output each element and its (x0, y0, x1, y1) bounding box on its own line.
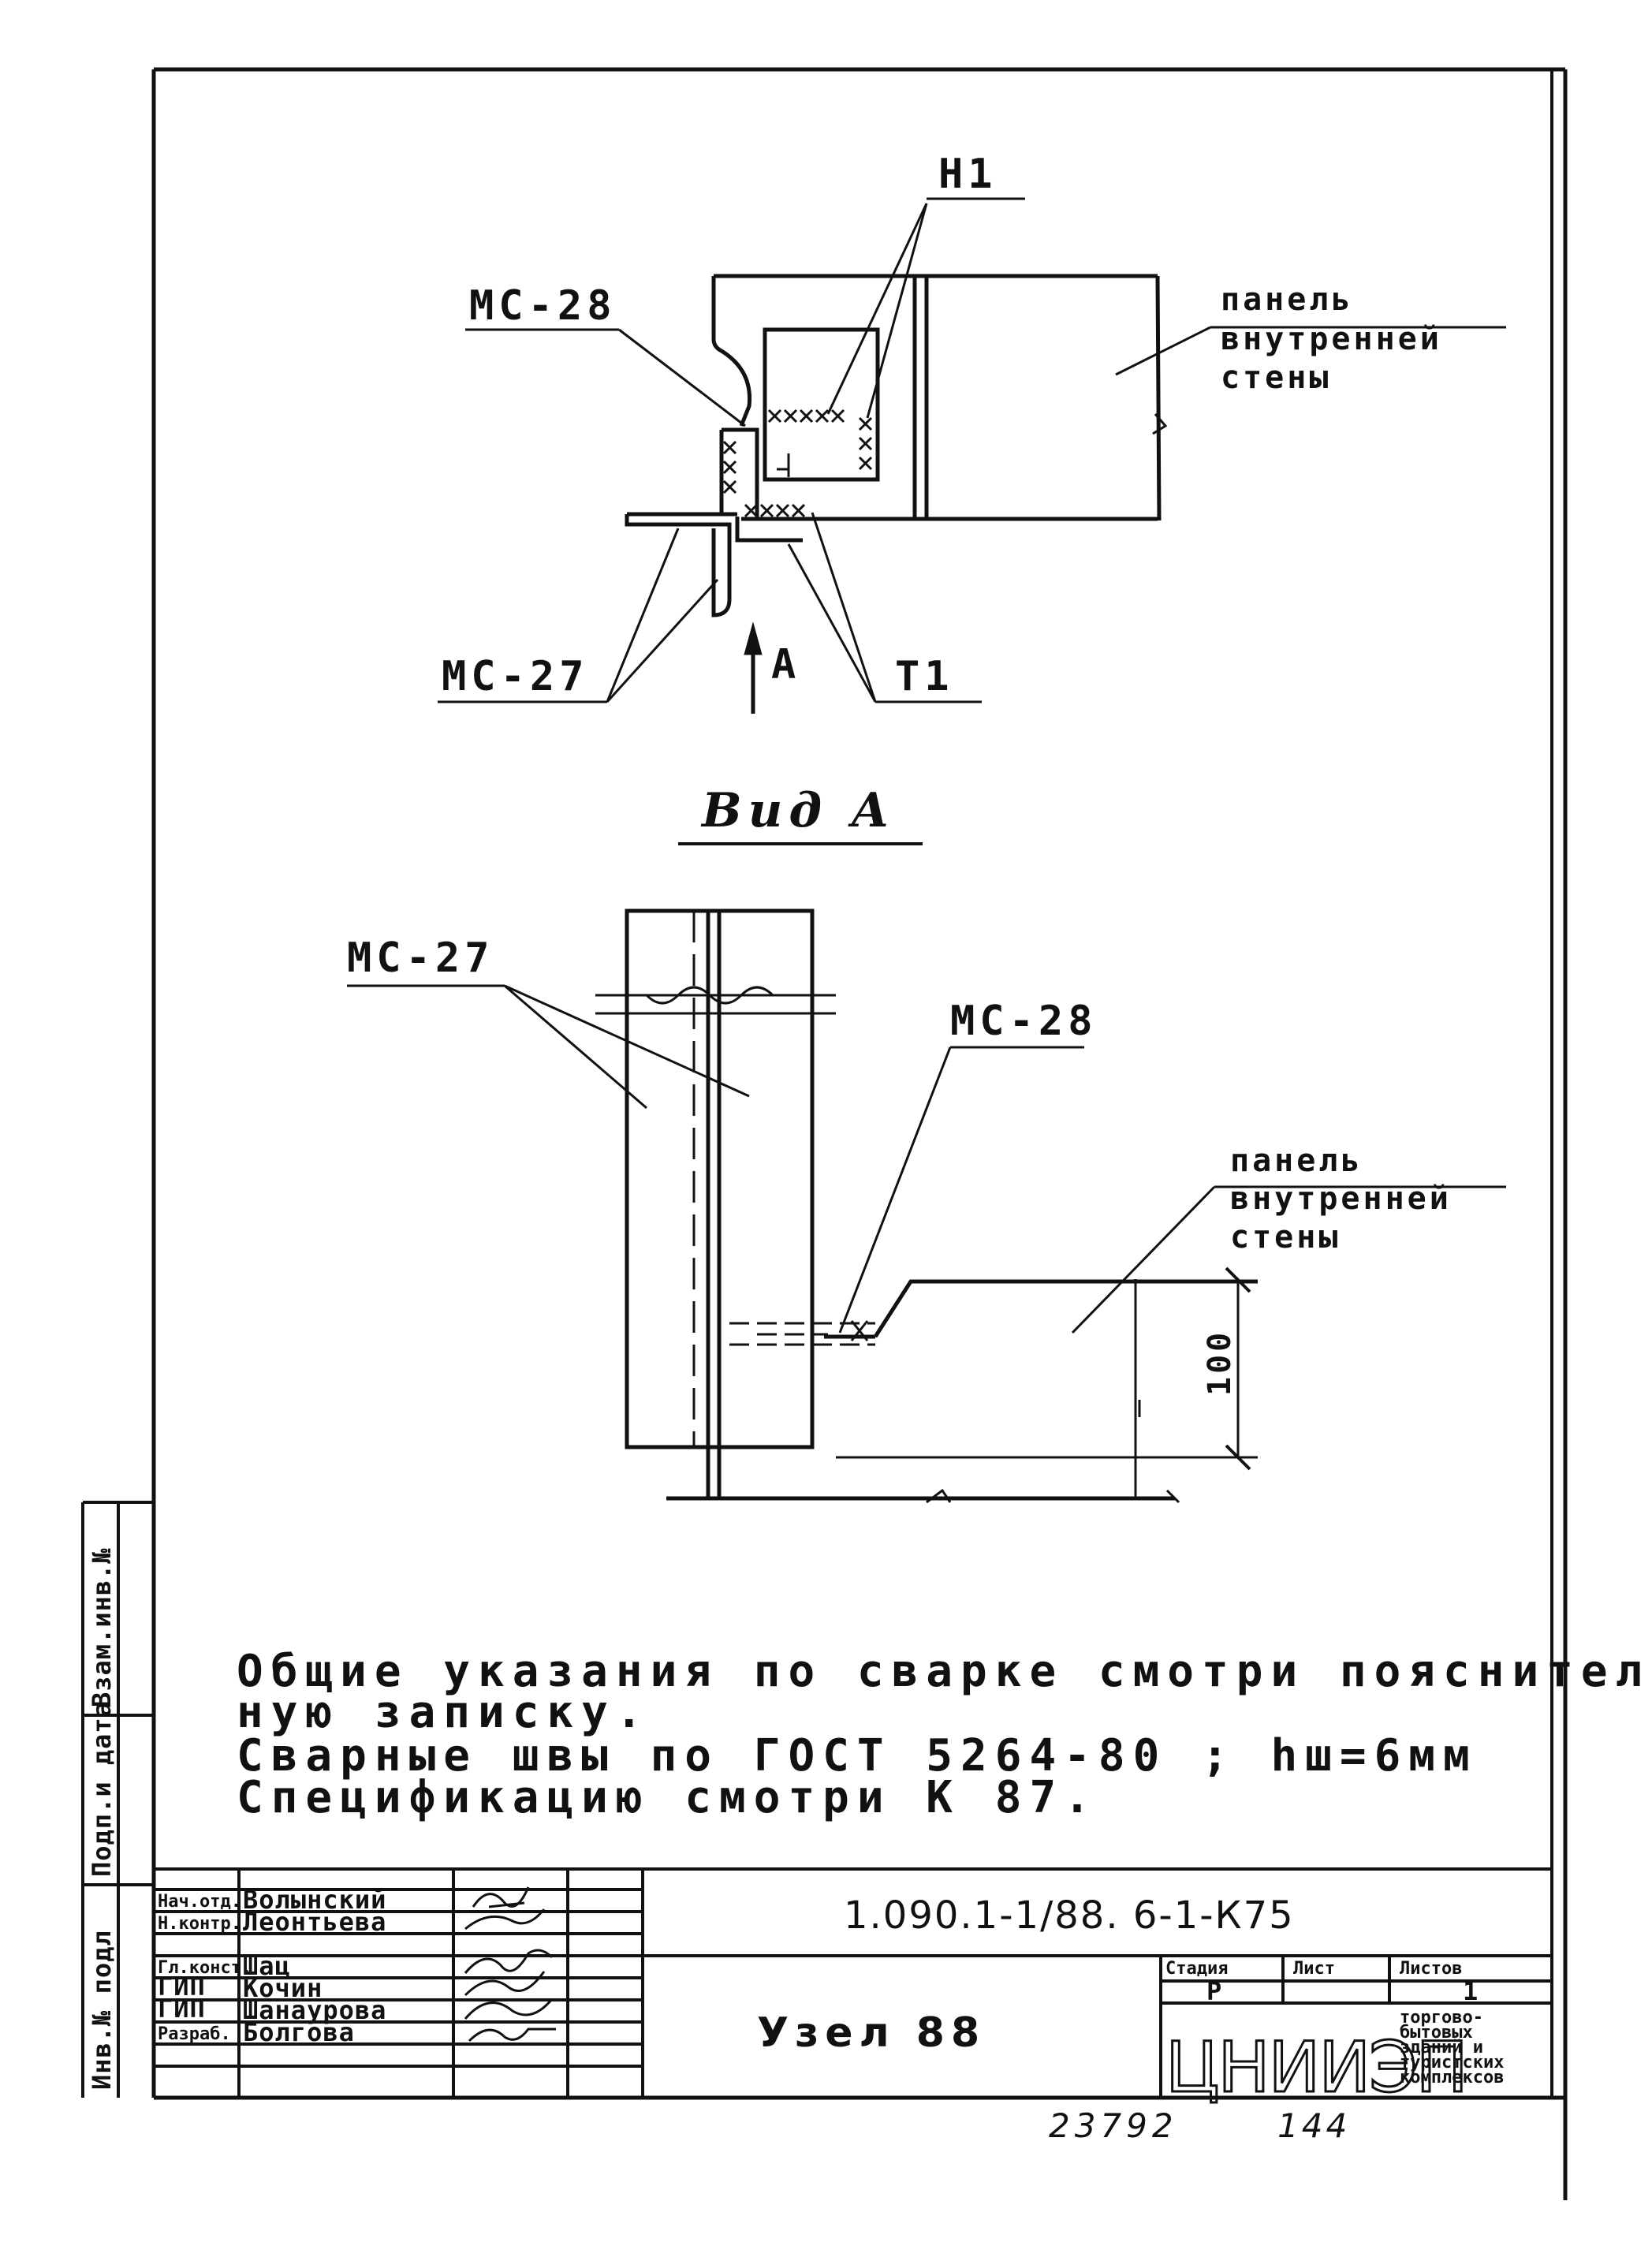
org-logo: ЦНИИЭП (1165, 2027, 1467, 2108)
svg-text:Разраб.: Разраб. (158, 2024, 231, 2044)
svg-text:зданий и: зданий и (1400, 2038, 1483, 2057)
label-panel-view: панель внутренней стены (1230, 1143, 1452, 1255)
document-code: 1.090.1-1/88. 6-1-К75 (844, 1893, 1295, 1938)
svg-text:стены: стены (1230, 1219, 1341, 1255)
stamp-replacement-inv: Взам.инв.№ (87, 1547, 117, 1707)
sheet-frame (151, 67, 1568, 2200)
svg-text:Леонтьева: Леонтьева (243, 1907, 386, 1937)
svg-text:внутренней: внутренней (1221, 321, 1442, 357)
svg-text:Н.контр.: Н.контр. (158, 1914, 241, 1934)
label-t1: Т1 (895, 653, 954, 700)
stage-value: Р (1206, 1976, 1222, 2006)
label-panel-section: панель внутренней стены (1221, 282, 1442, 396)
svg-text:комплексов: комплексов (1400, 2068, 1504, 2087)
label-mc27-section: МС-27 (442, 653, 589, 700)
svg-text:Общие указания по сварке смотр: Общие указания по сварке смотри поясни­т… (237, 1646, 1652, 1697)
org-name: торгово- бытовых зданий и туристских ком… (1400, 2008, 1504, 2087)
drawing-title: Узел 88 (757, 2009, 986, 2057)
svg-text:ГИП: ГИП (158, 1994, 206, 2024)
weld-marks (722, 408, 873, 518)
svg-text:туристских: туристских (1400, 2053, 1504, 2072)
staff-names: Волынский Леонтьева Шац Кочин Шанаурова … (243, 1885, 386, 2047)
svg-text:внутренней: внутренней (1230, 1181, 1452, 1217)
svg-text:Гл.конст.: Гл.конст. (158, 1958, 252, 1978)
svg-text:стены: стены (1221, 360, 1331, 396)
svg-text:Кочин: Кочин (243, 1973, 323, 2003)
label-mc28-section: МС-28 (469, 282, 617, 330)
label-mc27-view: МС-27 (347, 935, 494, 982)
section-leaders (438, 197, 1506, 703)
sheets-value: 1 (1463, 1976, 1479, 2006)
svg-text:панель: панель (1230, 1143, 1363, 1179)
view-leaders (347, 984, 1506, 1334)
signatures (464, 1886, 556, 2042)
label-view-arrow: А (771, 641, 800, 688)
view-title: Вид А (700, 783, 896, 838)
svg-text:ную записку.: ную записку. (237, 1687, 651, 1738)
svg-text:Сварные швы по ГОСТ 5264-80 ;: Сварные швы по ГОСТ 5264-80 ; hш=6мм (237, 1730, 1478, 1781)
stamp-original-inv: Инв.№ подл (87, 1930, 117, 2090)
sheets-header: Листов (1400, 1959, 1462, 1979)
sheet-header: Лист (1293, 1959, 1335, 1979)
dimension-100: 100 (1202, 1330, 1238, 1396)
staff-roles: Нач.отд. Н.контр. Гл.конст. ГИП ГИП Разр… (158, 1892, 252, 2044)
svg-text:ГИП: ГИП (158, 1972, 206, 2001)
svg-text:бытовых: бытовых (1400, 2023, 1473, 2042)
section-drawing (625, 274, 1168, 617)
stage-header: Стадия (1165, 1959, 1228, 1979)
view-a-arrow (744, 621, 763, 714)
inventory-number: 23792 (1049, 2106, 1178, 2145)
side-stamp (81, 1501, 154, 2098)
svg-text:Волынский: Волынский (243, 1885, 386, 1915)
svg-text:панель: панель (1221, 282, 1354, 318)
svg-text:Спецификацию смотри К 87.: Спецификацию смотри К 87. (237, 1772, 1098, 1823)
svg-text:торгово-: торгово- (1400, 2008, 1483, 2028)
svg-text:Шанаурова: Шанаурова (243, 1995, 386, 2025)
label-mc28-view: МС-28 (950, 998, 1098, 1045)
view-a-drawing (595, 908, 1258, 1504)
page-number: 144 (1277, 2106, 1350, 2145)
svg-text:Болгова: Болгова (243, 2017, 355, 2047)
svg-text:Шац: Шац (243, 1951, 291, 1981)
stamp-signature-date: Подп.и дата (87, 1701, 117, 1877)
title-block-grid (154, 1867, 1552, 2098)
svg-text:Нач.отд.: Нач.отд. (158, 1892, 241, 1912)
label-n1: Н1 (938, 151, 998, 198)
general-notes: Общие указания по сварке смотри поясни­т… (237, 1646, 1652, 1823)
